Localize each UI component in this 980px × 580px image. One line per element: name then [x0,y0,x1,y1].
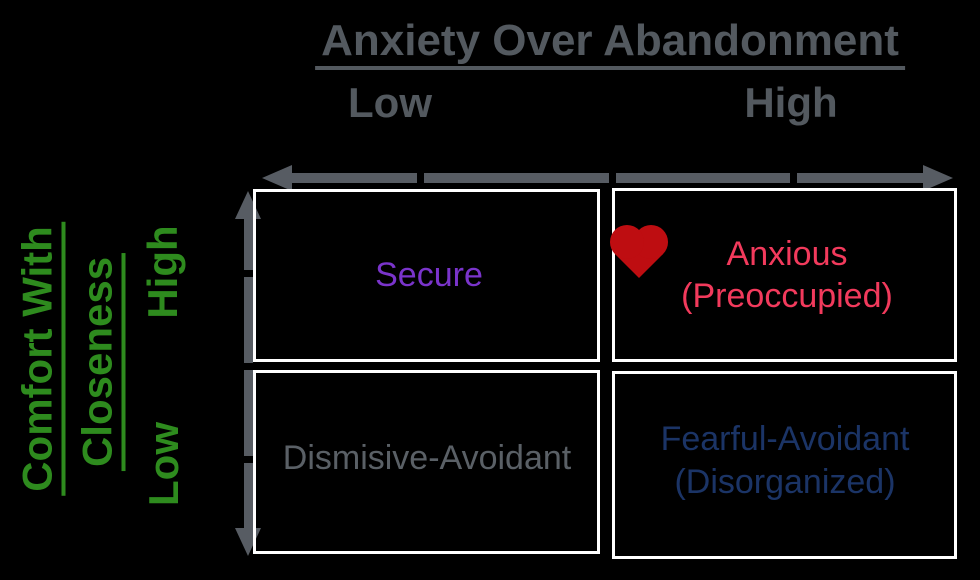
arrow-segment [244,370,253,456]
arrow-segment [616,173,790,183]
anxious-label-line2: (Preoccupied) [681,277,893,315]
dismissive-quadrant-label: Dismisive-Avoidant [282,439,572,477]
x-axis-high-label: High [744,79,838,126]
y-axis-title-line1: Comfort With [14,222,66,496]
fearful-label-line1: Fearful-Avoidant [660,420,910,458]
anxious-label-line1: Anxious [726,235,848,273]
arrow-right-head-icon [923,165,953,191]
y-axis-low-label: Low [140,422,187,506]
arrow-segment [424,173,609,183]
y-axis-title-line2: Closeness [74,252,126,472]
heart-icon [614,227,664,279]
anxious-quadrant-box [612,188,957,362]
secure-quadrant-box [253,189,600,362]
x-axis-low-label: Low [348,79,432,126]
arrow-segment [244,277,253,363]
anxious-quadrant-label: Anxious (Preoccupied) [681,233,893,317]
arrow-up-head-icon [235,191,261,219]
arrow-segment [244,463,253,528]
fearful-quadrant-box [612,371,957,559]
arrow-segment [290,173,417,183]
secure-quadrant-label: Secure [375,256,483,294]
y-axis-high-label: High [139,225,186,319]
arrow-segment [797,173,932,183]
fearful-label-line2: (Disorganized) [674,463,896,501]
arrow-segment [244,218,253,270]
fearful-quadrant-label: Fearful-Avoidant (Disorganized) [661,418,910,504]
arrow-left-head-icon [262,165,292,191]
x-axis-title: Anxiety Over Abandonment [315,16,905,71]
dismissive-quadrant-box [253,370,600,554]
